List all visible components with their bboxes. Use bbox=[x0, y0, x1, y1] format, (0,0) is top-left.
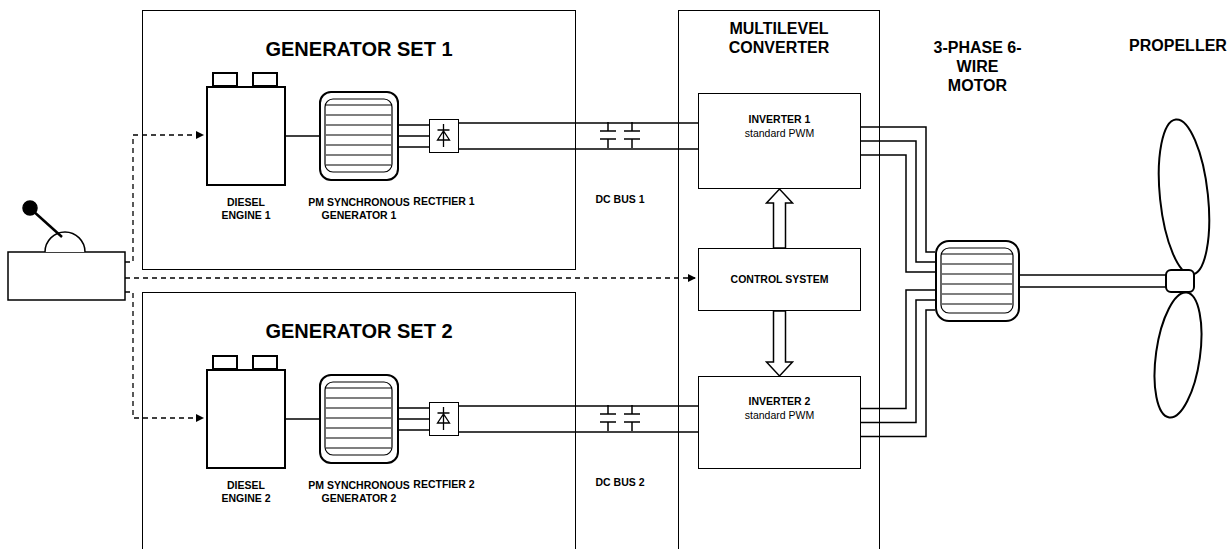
component-label: DIESEL ENGINE 1 bbox=[210, 196, 282, 221]
component-label: PM SYNCHRONOUS GENERATOR 2 bbox=[303, 479, 415, 504]
title-holder: GENERATOR SET 2 bbox=[159, 319, 559, 343]
engine-symbol bbox=[208, 88, 288, 188]
label-holder: RECTFIER 1 bbox=[404, 195, 484, 208]
bus-label: DC BUS 2 bbox=[570, 476, 670, 489]
connector bbox=[399, 125, 429, 147]
rectifier-box: RECTFIER 1 bbox=[429, 119, 459, 153]
converter-box: MULTILEVEL CONVERTERINVERTER 1standard P… bbox=[678, 10, 880, 549]
propeller: PROPELLER bbox=[1138, 115, 1218, 420]
box-heading: INVERTER 2 bbox=[749, 395, 811, 409]
connector bbox=[459, 123, 698, 149]
connector bbox=[861, 127, 935, 272]
generator-set-box: GENERATOR SET 2 DIESEL ENGINE 2 PM SYNCHRO… bbox=[142, 292, 576, 549]
box-subtext: standard PWM bbox=[745, 409, 814, 423]
connector bbox=[459, 406, 698, 432]
label-holder: DIESEL ENGINE 2 bbox=[210, 479, 282, 504]
connector bbox=[861, 290, 935, 437]
box-heading: CONTROL SYSTEM bbox=[731, 273, 829, 287]
component-label: RECTFIER 2 bbox=[404, 478, 484, 491]
diesel-engine: DIESEL ENGINE 1 bbox=[206, 86, 286, 186]
connector bbox=[286, 136, 319, 137]
connector bbox=[1020, 275, 1138, 287]
component-label: PM SYNCHRONOUS GENERATOR 1 bbox=[303, 196, 415, 221]
group-title: MULTILEVEL CONVERTER bbox=[704, 19, 854, 57]
diode-symbol bbox=[430, 120, 460, 154]
label-holder: PM SYNCHRONOUS GENERATOR 1 bbox=[303, 196, 415, 221]
label-holder: 3-PHASE 6-WIRE MOTOR bbox=[928, 38, 1028, 96]
connector bbox=[399, 408, 429, 430]
control-box: CONTROL SYSTEM bbox=[698, 248, 861, 311]
label-holder: DC BUS 1 bbox=[570, 193, 670, 206]
pm-generator: PM SYNCHRONOUS GENERATOR 1 bbox=[319, 91, 399, 181]
component-label: PROPELLER bbox=[1118, 36, 1230, 55]
connector bbox=[767, 189, 793, 248]
engine-symbol bbox=[208, 371, 288, 471]
component-label: RECTFIER 1 bbox=[404, 195, 484, 208]
winding-symbol bbox=[937, 242, 1022, 324]
group-title: GENERATOR SET 2 bbox=[159, 319, 559, 343]
propeller-symbol bbox=[1138, 115, 1218, 420]
component-label: 3-PHASE 6-WIRE MOTOR bbox=[928, 38, 1028, 96]
throttle-lever bbox=[8, 201, 125, 300]
motor: 3-PHASE 6-WIRE MOTOR bbox=[935, 240, 1020, 322]
title-holder: MULTILEVEL CONVERTER bbox=[704, 19, 854, 57]
label-holder: DIESEL ENGINE 1 bbox=[210, 196, 282, 221]
winding-symbol bbox=[321, 376, 401, 466]
diesel-engine: DIESEL ENGINE 2 bbox=[206, 369, 286, 469]
bus-label: DC BUS 1 bbox=[570, 193, 670, 206]
title-holder: GENERATOR SET 1 bbox=[159, 37, 559, 61]
label-holder: PROPELLER bbox=[1118, 36, 1230, 55]
inverter-box: INVERTER 2standard PWM bbox=[698, 376, 861, 469]
rectifier-box: RECTFIER 2 bbox=[429, 402, 459, 436]
component-label: DIESEL ENGINE 2 bbox=[210, 479, 282, 504]
pm-generator: PM SYNCHRONOUS GENERATOR 2 bbox=[319, 374, 399, 464]
diode-symbol bbox=[430, 403, 460, 437]
connector bbox=[767, 311, 793, 376]
connector bbox=[286, 419, 319, 420]
box-subtext: standard PWM bbox=[745, 127, 814, 141]
group-title: GENERATOR SET 1 bbox=[159, 37, 559, 61]
inverter-box: INVERTER 1standard PWM bbox=[698, 93, 861, 189]
box-heading: INVERTER 1 bbox=[749, 113, 811, 127]
generator-set-box: GENERATOR SET 1 DIESEL ENGINE 1 PM SYNCHRO… bbox=[142, 10, 576, 270]
label-holder: RECTFIER 2 bbox=[404, 478, 484, 491]
winding-symbol bbox=[321, 93, 401, 183]
dc-bus-capacitors bbox=[600, 122, 640, 431]
label-holder: DC BUS 2 bbox=[570, 476, 670, 489]
label-holder: PM SYNCHRONOUS GENERATOR 2 bbox=[303, 479, 415, 504]
